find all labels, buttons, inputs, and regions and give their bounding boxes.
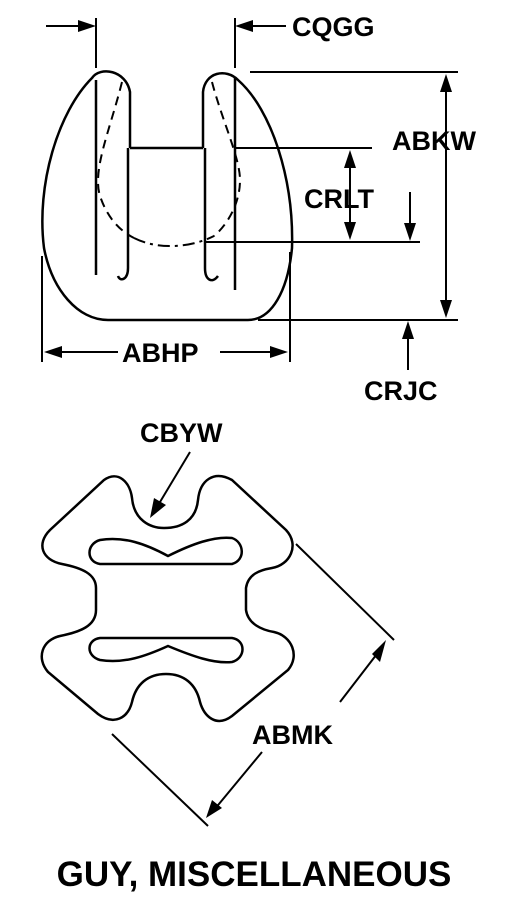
- plate-lower-slot: [88, 636, 244, 664]
- crlt-arrow-bottom: [344, 222, 356, 240]
- left-arm-slot: [116, 148, 130, 281]
- abmk-extension-bottom: [111, 733, 209, 827]
- crjc-dimension: CRJC: [364, 321, 438, 406]
- crjc-arrow: [402, 321, 414, 339]
- cbyw-dimension: CBYW: [140, 418, 223, 518]
- abkw-label: ABKW: [392, 126, 476, 156]
- grip-body-outline: [41, 70, 294, 322]
- abmk-dimension: ABMK: [111, 543, 395, 827]
- hidden-right-curve: [211, 81, 242, 237]
- cbyw-leader: [159, 451, 191, 503]
- top-view: [41, 70, 294, 322]
- cqgg-arrow-left: [78, 20, 96, 32]
- bottom-view: [40, 474, 295, 723]
- abmk-dimension-line-upper: [339, 649, 381, 703]
- cbyw-arrow: [150, 498, 166, 518]
- abhp-label: ABHP: [122, 338, 199, 368]
- abmk-extension-top: [295, 543, 395, 641]
- abmk-arrow-top: [372, 640, 386, 662]
- right-arm-slot: [203, 148, 219, 282]
- abhp-dimension: ABHP: [41, 252, 291, 368]
- plate-outline: [40, 474, 295, 723]
- abkw-arrow-top: [440, 74, 452, 92]
- abkw-arrow-bottom: [440, 300, 452, 318]
- hidden-left-curve: [97, 81, 135, 239]
- cqgg-dimension: CQGG: [46, 12, 375, 68]
- abmk-dimension-line-lower: [213, 751, 263, 811]
- cbyw-label: CBYW: [140, 418, 223, 448]
- crlt-arrow-top: [344, 150, 356, 168]
- abhp-arrow-left: [44, 346, 62, 358]
- crlt-label: CRLT: [304, 184, 374, 214]
- abmk-label: ABMK: [252, 720, 333, 750]
- hidden-bottom-arc: [133, 235, 215, 247]
- diagram-title: GUY, MISCELLANEOUS: [57, 855, 452, 894]
- crjc-label: CRJC: [364, 376, 438, 406]
- abmk-arrow-bottom: [206, 800, 222, 818]
- abkw-dimension: ABKW: [250, 71, 476, 321]
- crlt-arrow-right: [404, 223, 416, 241]
- cqgg-arrow-right: [235, 20, 253, 32]
- plate-upper-slot: [88, 536, 243, 566]
- crlt-dimension: CRLT: [206, 147, 420, 243]
- abhp-arrow-right: [270, 346, 288, 358]
- cqgg-label: CQGG: [292, 12, 375, 42]
